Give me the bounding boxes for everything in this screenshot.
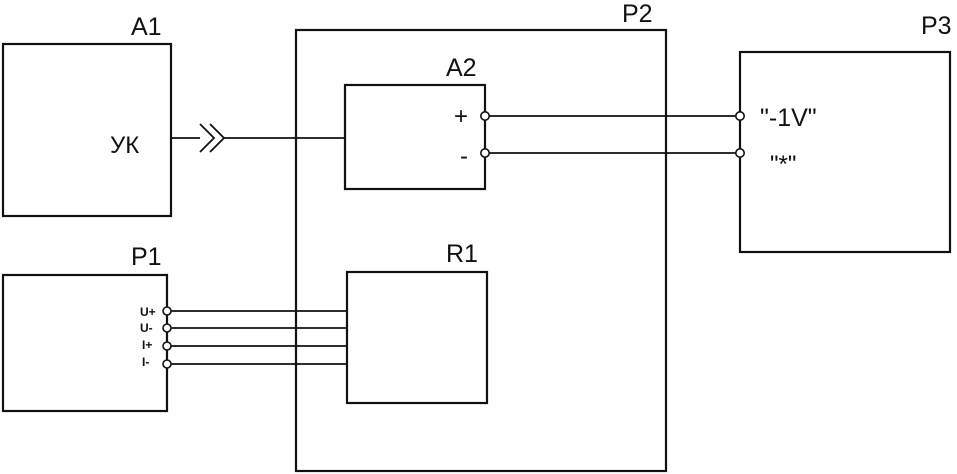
a2-plus-label: + xyxy=(454,103,468,130)
block-r1-frame xyxy=(345,270,489,405)
block-a1-port-label: УК xyxy=(110,132,139,159)
block-p1-title: P1 xyxy=(131,243,162,271)
block-p1: P1 U+ U- I+ I- xyxy=(1,243,169,413)
plug-chevron-2 xyxy=(209,123,226,153)
block-p2: P2 xyxy=(294,0,668,473)
a2-plus-terminal xyxy=(479,111,490,122)
block-a1: A1 УК xyxy=(1,13,173,218)
a2-minus-terminal xyxy=(479,148,490,159)
p1-port-label-i-plus: I+ xyxy=(142,338,152,352)
block-a1-title: A1 xyxy=(131,13,162,41)
a2-minus-label: - xyxy=(460,143,468,170)
block-p3: P3 "-1V" "*" xyxy=(738,12,952,254)
block-r1: R1 xyxy=(345,240,489,405)
block-p3-title: P3 xyxy=(921,12,952,40)
p1-port-label-i-minus: I- xyxy=(142,355,149,369)
block-a2-frame xyxy=(343,83,487,191)
p3-input-2-terminal xyxy=(734,148,745,159)
p1-i-plus-terminal xyxy=(162,341,172,351)
p1-port-label-u-plus: U+ xyxy=(140,305,156,319)
plug-chevron-1 xyxy=(199,123,216,153)
p3-input-label-1: "-1V" xyxy=(760,104,817,132)
block-p2-frame xyxy=(294,28,668,473)
p3-input-1-terminal xyxy=(734,111,745,122)
block-a2: A2 + - xyxy=(343,54,487,191)
block-a1-frame xyxy=(1,42,173,218)
p1-i-minus-terminal xyxy=(162,359,172,369)
block-r1-title: R1 xyxy=(446,240,478,268)
block-a2-title: A2 xyxy=(446,54,477,82)
p1-u-plus-terminal xyxy=(162,306,172,316)
p1-port-label-u-minus: U- xyxy=(140,321,153,335)
connector-a1-a2 xyxy=(171,123,345,153)
p3-input-label-2: "*" xyxy=(770,151,796,178)
p1-u-minus-terminal xyxy=(162,323,172,333)
block-p2-title: P2 xyxy=(622,0,653,28)
